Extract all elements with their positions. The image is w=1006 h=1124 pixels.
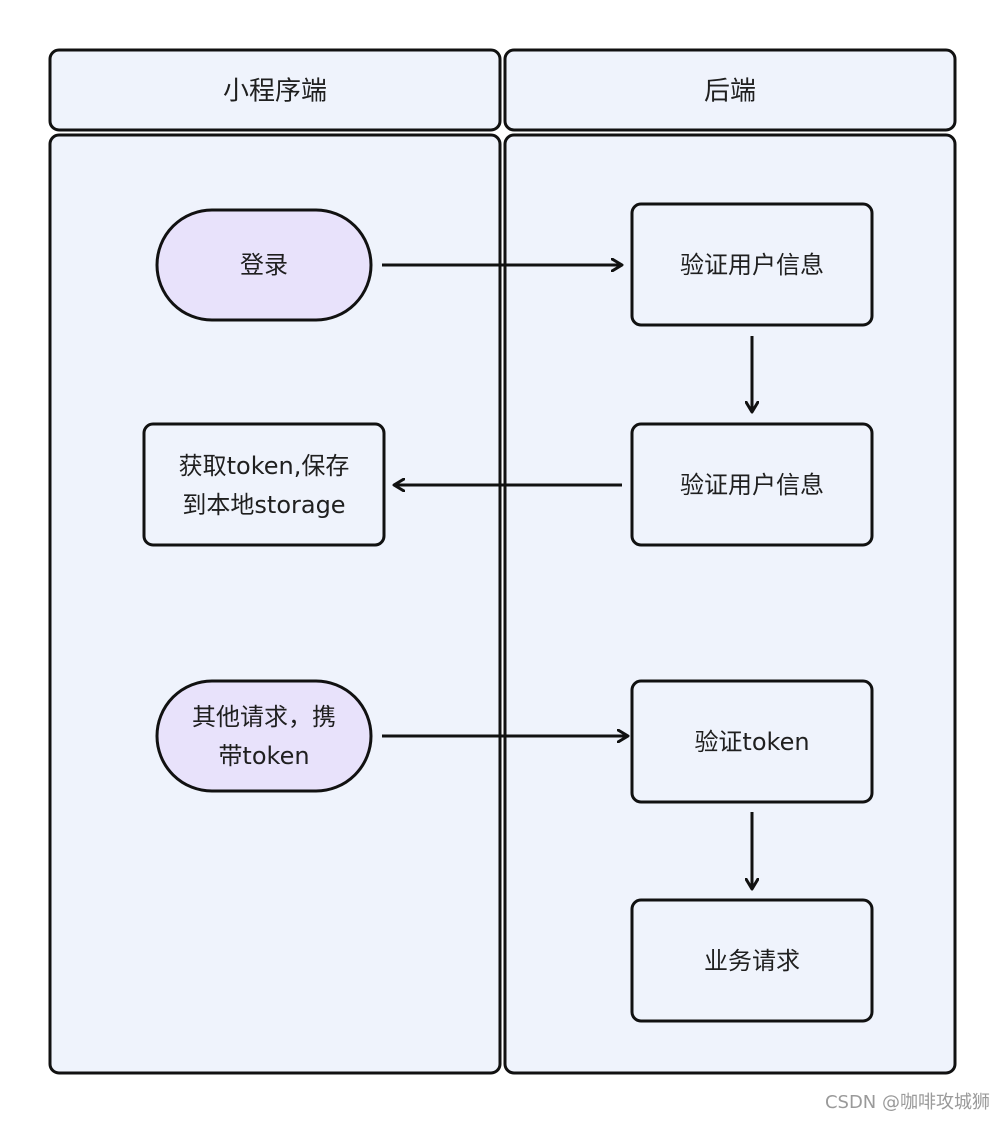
node-save-token bbox=[142, 422, 386, 547]
lane-header-backend bbox=[503, 48, 957, 132]
node-verify-user-2 bbox=[630, 422, 874, 547]
node-verify-user-1 bbox=[630, 202, 874, 327]
node-save-token-line1: 获取token,保存 bbox=[179, 452, 350, 480]
node-verify-token-label: 验证token bbox=[694, 728, 809, 756]
node-login bbox=[155, 208, 373, 322]
node-verify-user-2-label: 验证用户信息 bbox=[680, 471, 824, 499]
lane-header-miniprogram bbox=[48, 48, 502, 132]
node-other-request-line2: 带token bbox=[218, 742, 309, 770]
node-verify-user-1-label: 验证用户信息 bbox=[680, 251, 824, 279]
node-save-token-line2: 到本地storage bbox=[182, 491, 345, 519]
lane-body-miniprogram bbox=[48, 133, 502, 1075]
lane-body-backend bbox=[503, 133, 957, 1075]
watermark-text: CSDN @咖啡攻城狮 bbox=[825, 1092, 990, 1113]
node-login-label: 登录 bbox=[240, 251, 288, 279]
node-business-request-label: 业务请求 bbox=[704, 947, 800, 975]
lane-title-miniprogram: 小程序端 bbox=[223, 77, 327, 107]
lane-title-backend: 后端 bbox=[704, 77, 756, 107]
node-business-request bbox=[630, 898, 874, 1023]
node-verify-token bbox=[630, 679, 874, 804]
node-other-request-line1: 其他请求，携 bbox=[192, 703, 336, 731]
node-other-request bbox=[155, 679, 373, 793]
